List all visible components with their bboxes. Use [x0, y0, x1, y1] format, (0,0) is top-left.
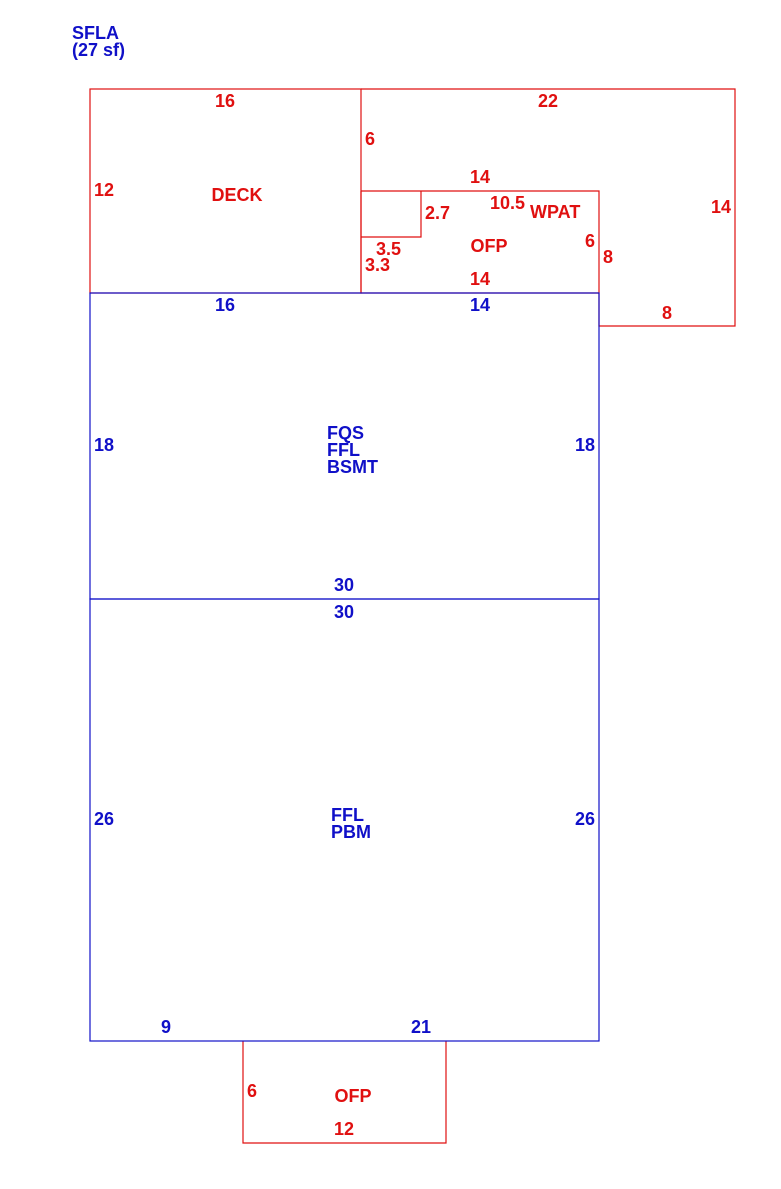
lower-dim-bottom-left: 9 — [161, 1017, 171, 1037]
ofp-front-dim-bottom: 12 — [334, 1119, 354, 1139]
ofp-rear-dim-notch-right: 2.7 — [425, 203, 450, 223]
wpat-dim-diag: 10.5 — [490, 193, 525, 213]
deck-dim-top: 16 — [215, 91, 235, 111]
lower-dim-top: 30 — [334, 602, 354, 622]
lower-dim-right: 26 — [575, 809, 595, 829]
deck-name: DECK — [211, 185, 262, 205]
wpat-dim-bottom: 8 — [662, 303, 672, 323]
ofp-front-outline — [242, 1041, 447, 1144]
upper-dim-bottom: 30 — [334, 575, 354, 595]
upper-dim-top-left: 16 — [215, 295, 235, 315]
wpat-outline — [361, 88, 736, 327]
upper-label-2: FFL — [327, 440, 360, 460]
lower-dim-left: 26 — [94, 809, 114, 829]
ofp-rear-dim-notch-left: 3.3 — [365, 255, 390, 275]
lower-block-outline — [89, 598, 600, 1042]
sketch-title: SFLA (27 sf) — [72, 23, 126, 60]
ofp-rear-notch — [361, 191, 422, 238]
ofp-front-name: OFP — [334, 1086, 371, 1106]
lower-dim-bottom-right: 21 — [411, 1017, 431, 1037]
upper-label-3: BSMT — [327, 457, 378, 477]
lower-label-2: PBM — [331, 822, 371, 842]
ofp-front-dim-left: 6 — [247, 1081, 257, 1101]
wpat-dim-inner-bottom: 8 — [603, 247, 613, 267]
sfla-area: (27 sf) — [72, 40, 126, 60]
lower-label-1: FFL — [331, 805, 364, 825]
ofp-rear-name: OFP — [470, 236, 507, 256]
upper-dim-top-right: 14 — [470, 295, 490, 315]
wpat-name: WPAT — [530, 202, 580, 222]
wpat-dim-top: 22 — [538, 91, 558, 111]
ofp-rear-dim-top: 14 — [470, 167, 490, 187]
ofp-rear-dim-right: 6 — [585, 231, 595, 251]
wpat-dim-right: 14 — [711, 197, 731, 217]
sfla-label: SFLA — [72, 23, 119, 43]
deck-dim-left: 12 — [94, 180, 114, 200]
ofp-rear-dim-notch-bottom: 3.5 — [376, 239, 401, 259]
upper-label-1: FQS — [327, 423, 364, 443]
ofp-rear-dim-bottom: 14 — [470, 269, 490, 289]
upper-dim-left: 18 — [94, 435, 114, 455]
upper-dim-right: 18 — [575, 435, 595, 455]
wpat-dim-inner-left: 6 — [365, 129, 375, 149]
